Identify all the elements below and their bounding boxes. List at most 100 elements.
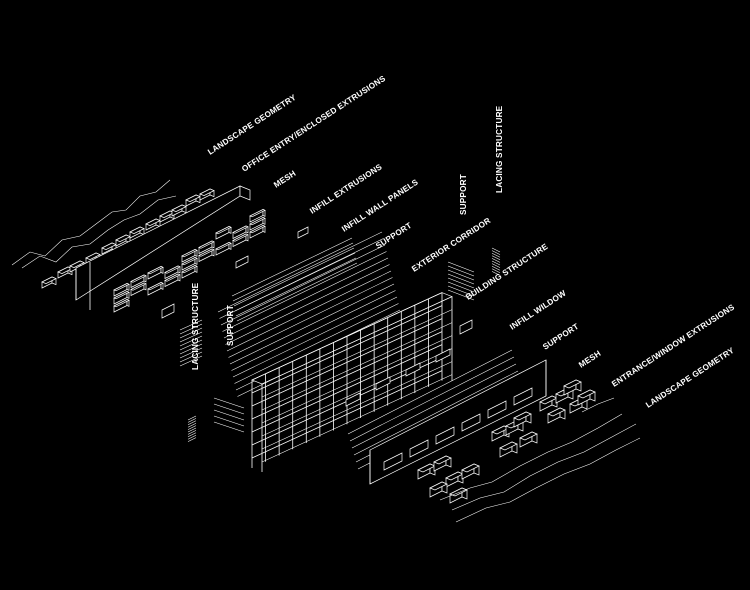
label-lacing-structure-top: LACING STRUCTURE — [495, 105, 504, 193]
infill-extrusion-box-top — [198, 240, 215, 249]
wall-panel-line — [217, 231, 383, 313]
support-hatch — [447, 281, 475, 293]
building-floor-edge — [261, 335, 453, 424]
lacing-hatch-small — [187, 427, 197, 433]
entry-extrusion-box-top — [199, 188, 215, 196]
infill-extrusion-box-top — [198, 248, 215, 257]
support-hatch-small — [491, 250, 501, 255]
support-hatch-small — [491, 268, 501, 274]
lacing-hatch-small — [187, 420, 197, 426]
support-hatch-small — [491, 263, 501, 268]
lacing-hatch — [179, 319, 203, 331]
lacing-structure-left — [179, 319, 203, 442]
wall-panel-line-short — [233, 247, 355, 307]
wall-panel-line-short — [232, 242, 354, 302]
infill-extrusion-box-top — [249, 225, 266, 234]
mesh-wall-upper — [75, 185, 251, 310]
entry-extrusion-box-top — [69, 260, 85, 268]
wall-panel-line — [222, 251, 387, 332]
infill-extrusion-box-top — [113, 283, 130, 292]
mesh-wall-lower — [347, 349, 547, 485]
label-office-entry: OFFICE ENTRY/ENCLOSED EXTRUSIONS — [240, 74, 387, 174]
landscape-geometry-bottom — [439, 397, 641, 523]
corridor-line — [353, 370, 519, 456]
infill-extrusion-box-top — [147, 282, 164, 291]
support-lower-line — [213, 415, 245, 427]
infill-extrusion-box-top — [249, 217, 266, 226]
wall-panel-line — [231, 290, 396, 371]
building-floor-edge — [261, 322, 453, 411]
label-mesh-top: MESH — [272, 169, 297, 190]
landscape-geometry-top-line-2 — [21, 195, 177, 269]
infill-extrusion-box-top — [130, 282, 147, 291]
entry-extrusion-box-top — [41, 276, 57, 284]
lacing-hatch — [179, 327, 203, 339]
label-support-lower: SUPPORT — [541, 322, 580, 352]
support-hatch-small — [491, 260, 501, 266]
building-floor-edge — [261, 361, 453, 450]
label-support-vertical-top: SUPPORT — [459, 174, 468, 215]
wall-panel-line-short — [236, 262, 358, 322]
infill-extrusion-box-top — [215, 242, 232, 251]
wall-panel-line-short — [231, 237, 353, 297]
support-lower-line — [213, 403, 245, 415]
label-support-upper: SUPPORT — [374, 221, 413, 251]
lacing-hatch — [179, 347, 203, 359]
label-mesh-lower: MESH — [577, 349, 602, 370]
infill-extrusion-box-top — [181, 257, 198, 266]
label-infill-window: INFILL WILDOW — [508, 289, 568, 332]
mesh-wall-window — [409, 439, 429, 458]
corridor-line — [351, 363, 517, 449]
infill-extrusion-box-top — [113, 291, 130, 300]
infill-extrusion-box-top — [215, 226, 232, 235]
infill-wall-panels-lines — [217, 231, 402, 397]
lacing-hatch — [179, 339, 203, 351]
lacing-hatch — [179, 343, 203, 355]
support-lower-line — [213, 421, 245, 433]
building-roof — [251, 292, 453, 385]
lacing-hatch-small — [187, 422, 197, 428]
label-support-vertical-left: SUPPORT — [226, 305, 235, 346]
support-hatch-small — [491, 255, 501, 261]
lacing-hatch — [179, 335, 203, 347]
entry-extrusion-box-top — [85, 252, 101, 260]
support-lower-line — [213, 409, 245, 421]
wall-panel-line — [228, 277, 393, 358]
entrance-extrusion-box-top — [577, 389, 596, 399]
mesh-wall-window — [435, 426, 455, 445]
wall-panel-line — [220, 244, 386, 326]
support-hatch-small — [491, 271, 501, 276]
corridor-line — [349, 356, 515, 442]
building-window-box — [435, 348, 451, 363]
lacing-hatch — [179, 355, 203, 367]
support-hatch-small — [491, 247, 501, 253]
support-hatch — [447, 265, 475, 277]
support-hatch — [447, 273, 475, 285]
mesh-wall-window — [461, 413, 481, 432]
infill-extrusions-group — [113, 208, 473, 335]
lacing-hatch-small — [187, 437, 197, 442]
wall-panel-line — [234, 303, 399, 384]
entrance-extrusion-box-top — [499, 441, 518, 451]
infill-extrusion-box-top — [113, 299, 130, 308]
building-floor-edge — [261, 374, 453, 463]
lacing-hatch — [179, 323, 203, 335]
support-hatch-small — [491, 265, 501, 271]
lacing-hatch-small — [187, 415, 197, 421]
entrance-extrusion-box-top — [429, 481, 448, 491]
lacing-hatch-small — [187, 434, 197, 440]
building-floor-edge — [261, 309, 453, 398]
support-lower-left — [213, 397, 245, 433]
mesh-wall-window — [487, 400, 507, 419]
building-structure — [251, 292, 453, 472]
wall-panel-line-short — [234, 252, 356, 312]
infill-extrusion-float — [235, 255, 249, 269]
office-entry-extrusions-group — [41, 188, 215, 289]
infill-extrusion-box-top — [249, 209, 266, 218]
entrance-extrusion-box-top — [513, 411, 532, 421]
infill-extrusion-box-top — [232, 225, 249, 234]
entry-extrusion-box-top — [171, 204, 187, 212]
entrance-extrusion-box-top — [519, 431, 538, 441]
support-hatch — [447, 261, 475, 273]
